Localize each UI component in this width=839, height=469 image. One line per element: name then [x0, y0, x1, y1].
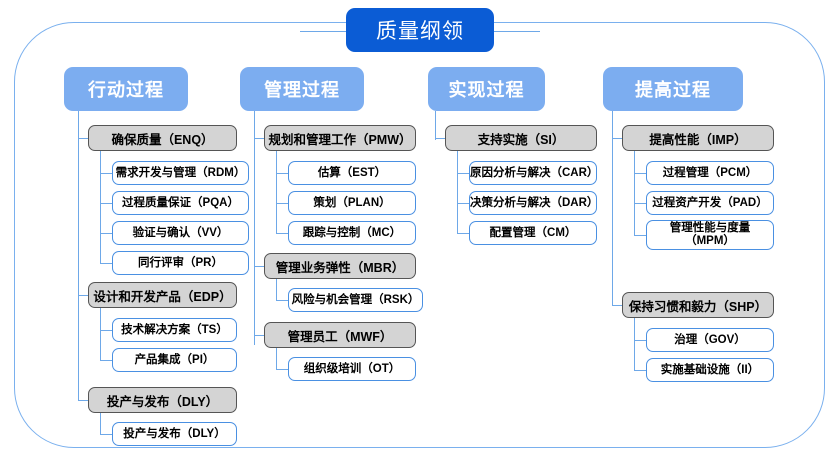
col1-g1-c0-stub: [276, 300, 290, 302]
column-header-2[interactable]: 实现过程: [428, 67, 545, 111]
group-box-pmw[interactable]: 规划和管理工作（PMW）: [264, 125, 416, 151]
col1-grp1-stub: [254, 266, 266, 268]
col3-grp1-stub: [612, 305, 624, 307]
leaf-box-ts[interactable]: 技术解决方案（TS）: [112, 318, 237, 342]
col3-grp1-child-spine: [634, 318, 636, 370]
col3-g1-c1-stub: [634, 370, 648, 372]
leaf-box-dar[interactable]: 决策分析与解决（DAR）: [469, 191, 598, 215]
leaf-box-cm[interactable]: 配置管理（CM）: [469, 221, 597, 245]
col1-grp0-child-spine: [276, 151, 278, 233]
leaf-box-mc[interactable]: 跟踪与控制（MC）: [288, 221, 416, 245]
leaf-box-ot[interactable]: 组织级培训（OT）: [288, 357, 416, 381]
leaf-box-gov[interactable]: 治理（GOV）: [646, 328, 774, 352]
col0-grp0-stub: [78, 138, 90, 140]
col0-grp2-stub: [78, 400, 90, 402]
leaf-box-car[interactable]: 原因分析与解决（CAR）: [469, 161, 598, 185]
col1-grp2-stub: [254, 335, 266, 337]
leaf-box-mpm[interactable]: 管理性能与度量 （MPM）: [646, 220, 774, 250]
column-header-1[interactable]: 管理过程: [240, 67, 364, 111]
col0-g1-c1-stub: [100, 360, 114, 362]
leaf-box-vv[interactable]: 验证与确认（VV）: [112, 221, 249, 245]
col0-g1-c0-stub: [100, 330, 114, 332]
col1-g0-c0-stub: [276, 173, 290, 175]
leaf-box-est[interactable]: 估算（EST）: [288, 161, 416, 185]
col0-grp1-stub: [78, 295, 90, 297]
diagram-title: 质量纲领: [346, 8, 494, 52]
group-box-edp[interactable]: 设计和开发产品（EDP）: [88, 282, 237, 308]
col1-spine: [254, 111, 256, 345]
leaf-box-plan[interactable]: 策划（PLAN）: [288, 191, 416, 215]
leaf-box-pi[interactable]: 产品集成（PI）: [112, 348, 237, 372]
leaf-box-pcm[interactable]: 过程管理（PCM）: [646, 161, 774, 185]
col1-g0-c2-stub: [276, 233, 290, 235]
leaf-box-pad[interactable]: 过程资产开发（PAD）: [646, 191, 774, 215]
col0-g2-c0-stub: [100, 434, 114, 436]
col1-g0-c1-stub: [276, 203, 290, 205]
col0-g0-c1-stub: [100, 203, 114, 205]
title-right-connector: [480, 31, 540, 33]
col1-grp2-child-spine: [276, 348, 278, 370]
col3-grp0-stub: [612, 138, 624, 140]
title-left-connector: [300, 31, 360, 33]
group-box-mbr[interactable]: 管理业务弹性（MBR）: [264, 253, 416, 279]
col0-g0-c0-stub: [100, 173, 114, 175]
column-header-3[interactable]: 提高过程: [603, 67, 743, 111]
col2-grp0-child-spine: [457, 151, 459, 233]
group-box-imp[interactable]: 提高性能（IMP）: [622, 125, 774, 151]
col3-spine: [612, 111, 614, 306]
group-box-si[interactable]: 支持实施（SI）: [445, 125, 597, 151]
col0-g0-c2-stub: [100, 233, 114, 235]
col1-g2-c0-stub: [276, 369, 290, 371]
column-header-0[interactable]: 行动过程: [64, 67, 188, 111]
leaf-box-rsk[interactable]: 风险与机会管理（RSK）: [288, 288, 423, 312]
col2-spine: [435, 111, 437, 140]
leaf-box-pr[interactable]: 同行评审（PR）: [112, 251, 249, 275]
col2-g0-c2-stub: [457, 233, 471, 235]
group-box-dly[interactable]: 投产与发布（DLY）: [88, 387, 237, 413]
col2-grp0-stub: [435, 138, 447, 140]
col2-g0-c0-stub: [457, 173, 471, 175]
col3-grp0-child-spine: [634, 151, 636, 236]
col3-g1-c0-stub: [634, 340, 648, 342]
col0-grp0-child-spine: [100, 151, 102, 263]
col2-g0-c1-stub: [457, 203, 471, 205]
col3-g0-c1-stub: [634, 203, 648, 205]
col1-grp1-child-spine: [276, 279, 278, 301]
leaf-box-dly-child[interactable]: 投产与发布（DLY）: [112, 422, 237, 446]
col3-g0-c2-stub: [634, 235, 648, 237]
col0-g0-c3-stub: [100, 263, 114, 265]
col0-grp2-child-spine: [100, 413, 102, 435]
group-box-shp[interactable]: 保持习惯和毅力（SHP）: [622, 292, 774, 318]
col1-grp0-stub: [254, 138, 266, 140]
leaf-box-rdm[interactable]: 需求开发与管理（RDM）: [112, 161, 249, 185]
leaf-box-pqa[interactable]: 过程质量保证（PQA）: [112, 191, 249, 215]
col0-spine: [78, 111, 80, 401]
group-box-enq[interactable]: 确保质量（ENQ）: [88, 125, 237, 151]
leaf-box-ii[interactable]: 实施基础设施（II）: [646, 358, 774, 382]
col0-grp1-child-spine: [100, 308, 102, 360]
col3-g0-c0-stub: [634, 173, 648, 175]
group-box-mwf[interactable]: 管理员工（MWF）: [264, 322, 416, 348]
